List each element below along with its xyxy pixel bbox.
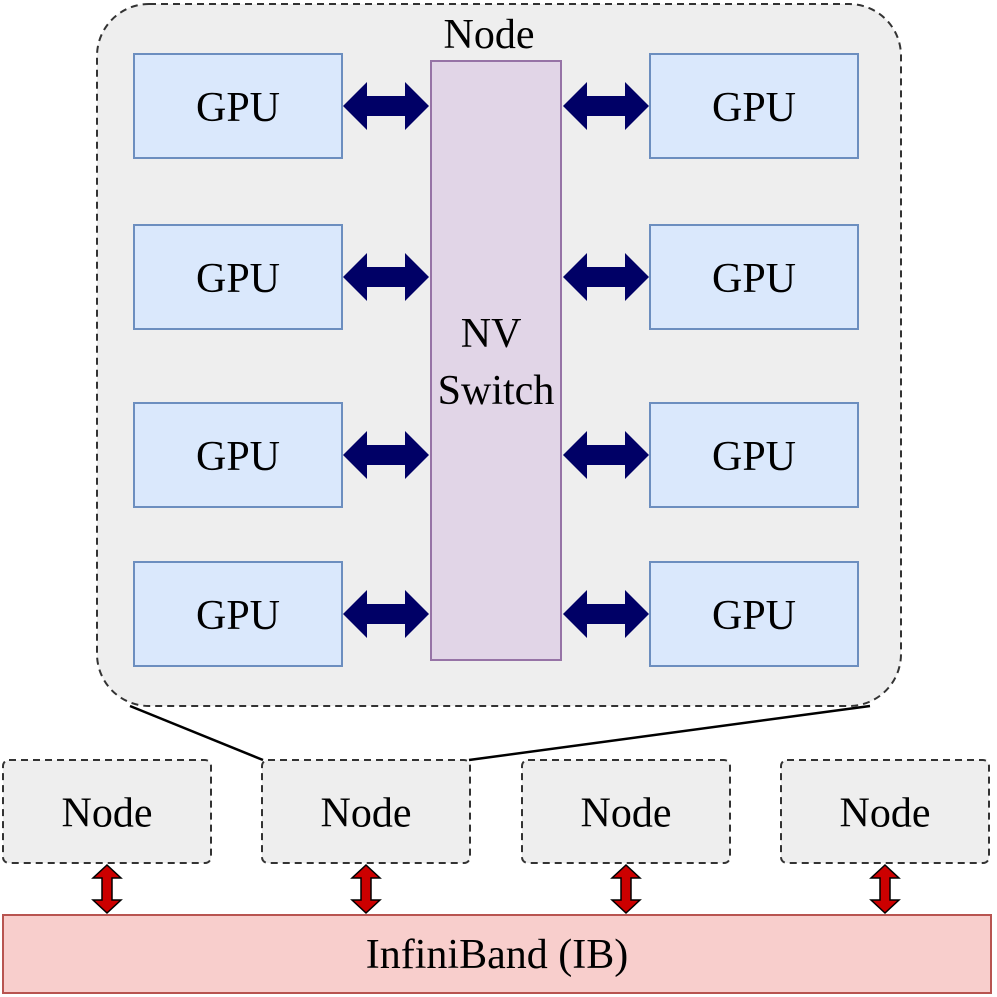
cluster-node-box [521, 759, 731, 864]
ib-link-arrow [870, 864, 900, 914]
gpu-right-2: GPU [649, 224, 859, 330]
gpu-group: GPU GPU GPU GPU GPU GPU GPU GPU [133, 53, 859, 667]
cluster-node-label: Node [62, 791, 153, 837]
gpu-box [649, 53, 859, 159]
gpu-box [649, 224, 859, 330]
node-detail-title: Node [444, 12, 535, 58]
gpu-right-1: GPU [649, 53, 859, 159]
cluster-node-label: Node [581, 791, 672, 837]
gpu-box [133, 53, 343, 159]
gpu-label: GPU [712, 593, 796, 639]
gpu-box [133, 402, 343, 508]
cluster-node-label: Node [321, 791, 412, 837]
gpu-box [133, 224, 343, 330]
cluster-node-box [2, 759, 212, 864]
gpu-right-3: GPU [649, 402, 859, 508]
gpu-left-2: GPU [133, 224, 343, 330]
gpu-left-1: GPU [133, 53, 343, 159]
nvswitch-label-line2: Switch [438, 368, 555, 414]
cluster-node-4: Node [780, 759, 990, 864]
ib-link-arrow [351, 864, 381, 914]
nvswitch-label: NV Switch [438, 311, 555, 414]
node-detail-panel: Node NV Switch GPU GPU GPU GPU GPU GPU GPU GPU [96, 3, 902, 707]
gpu-label: GPU [712, 256, 796, 302]
gpu-box [649, 561, 859, 667]
gpu-label: GPU [712, 85, 796, 131]
cluster-node-box [780, 759, 990, 864]
gpu-box [649, 402, 859, 508]
cluster-node-3: Node [521, 759, 731, 864]
cluster-node-1: Node [2, 759, 212, 864]
gpu-label: GPU [196, 256, 280, 302]
infiniband-bar [2, 914, 992, 994]
ib-link-arrow [92, 864, 122, 914]
gpu-left-4: GPU [133, 561, 343, 667]
gpu-label: GPU [196, 593, 280, 639]
nvswitch-label-line1: NV [461, 311, 521, 357]
gpu-right-4: GPU [649, 561, 859, 667]
zoom-line-left [129, 704, 264, 762]
gpu-label: GPU [196, 85, 280, 131]
infiniband-label: InfiniBand (IB) [366, 932, 628, 978]
gpu-box [133, 561, 343, 667]
gpu-label: GPU [712, 434, 796, 480]
nvswitch-box [430, 60, 562, 661]
gpu-label: GPU [196, 434, 280, 480]
cluster-node-2: Node [261, 759, 471, 864]
cluster-row: Node Node Node Node [2, 759, 990, 914]
cluster-node-box [261, 759, 471, 864]
cluster-node-label: Node [840, 791, 931, 837]
ib-link-arrow [611, 864, 641, 914]
gpu-left-3: GPU [133, 402, 343, 508]
zoom-line-right [468, 704, 871, 762]
